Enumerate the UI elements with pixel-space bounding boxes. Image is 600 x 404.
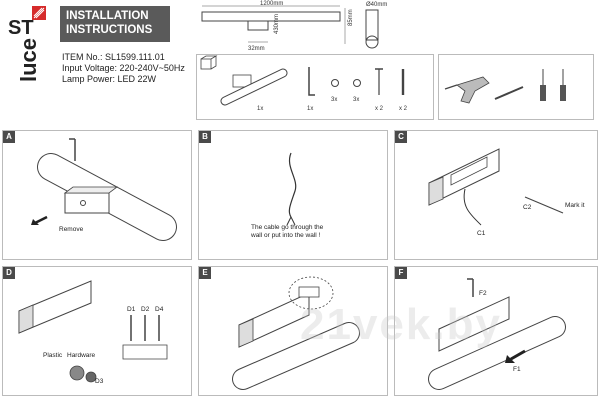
step-a-panel: A Remove bbox=[2, 130, 192, 260]
washer-qty: 3x bbox=[331, 97, 337, 103]
dim-diameter: Ø40mm bbox=[366, 2, 387, 8]
step-d-hardware: Hardware bbox=[67, 352, 96, 359]
detail-callout bbox=[288, 276, 334, 310]
step-b-caption-line1: The cable go through the bbox=[251, 224, 324, 231]
dim-depth: 430mm bbox=[274, 14, 280, 34]
cable-icon bbox=[288, 152, 297, 218]
step-d-d4: D4 bbox=[155, 306, 164, 313]
tools-illustration bbox=[444, 69, 566, 104]
screw-qty: x 2 bbox=[375, 106, 384, 112]
dim-height: 85mm bbox=[348, 9, 354, 26]
step-c-mark: Mark it bbox=[565, 202, 585, 209]
hex-key-icon bbox=[308, 67, 315, 96]
anchor-qty: x 2 bbox=[399, 106, 408, 112]
step-e-panel: E bbox=[198, 266, 388, 396]
dimension-drawing: 1200mm 32mm 430mm 85mm Ø40mm bbox=[201, 1, 387, 52]
lamp-part bbox=[220, 68, 288, 106]
step-e-tag: E bbox=[199, 267, 211, 279]
dim-bracket: 32mm bbox=[248, 46, 265, 52]
drill-icon bbox=[444, 76, 490, 104]
step-f-tag: F bbox=[395, 267, 407, 279]
dim-length: 1200mm bbox=[260, 1, 283, 7]
step-d-d3: D3 bbox=[95, 378, 104, 385]
step-f-panel: F F2 F1 bbox=[394, 266, 598, 396]
tools-list bbox=[438, 54, 594, 120]
input-voltage: Input Voltage: 220-240V~50Hz bbox=[62, 63, 185, 73]
screwdriver-icon bbox=[540, 69, 546, 101]
push-arrow-icon bbox=[510, 349, 526, 361]
logo-top-text: ST bbox=[8, 17, 34, 39]
screwdriver2-icon bbox=[560, 69, 566, 101]
step-d-panel: D D1 D2 D4 Plastic Hardware D3 bbox=[2, 266, 192, 396]
logo-bottom-text: luce bbox=[16, 38, 41, 82]
step-d-tag: D bbox=[3, 267, 15, 279]
lamp-qty: 1x bbox=[257, 106, 263, 112]
step-c-tag: C bbox=[395, 131, 407, 143]
pencil-icon bbox=[524, 196, 564, 214]
title-line2: INSTRUCTIONS bbox=[66, 24, 153, 36]
parts-list: 1x 1x 3x 3x x 2 x 2 bbox=[196, 54, 434, 120]
step-f-f2: F2 bbox=[479, 290, 487, 297]
parts-illustration: 1x 1x 3x 3x x 2 x 2 bbox=[200, 55, 408, 112]
box-icon bbox=[200, 58, 212, 70]
washer2-qty: 3x bbox=[353, 97, 359, 103]
step-b-tag: B bbox=[199, 131, 211, 143]
washer-icon bbox=[331, 79, 339, 87]
lamp-power: Lamp Power: LED 22W bbox=[62, 74, 157, 84]
arrow-icon bbox=[34, 215, 48, 225]
step-a-caption: Remove bbox=[59, 226, 84, 233]
step-d-plastic: Plastic bbox=[43, 352, 63, 359]
step-c-c2: C2 bbox=[523, 204, 532, 211]
title-line1: INSTALLATION bbox=[66, 10, 149, 22]
step-a-tag: A bbox=[3, 131, 15, 143]
step-c-c1: C1 bbox=[477, 230, 486, 237]
step-b-caption-line2: wall or put into the wall ! bbox=[250, 232, 321, 239]
spec-block: ITEM No.: SL1599.111.01 Input Voltage: 2… bbox=[62, 52, 185, 85]
step-c-panel: C C1 C2 Mark it bbox=[394, 130, 598, 260]
brand-logo: ST luce bbox=[8, 6, 46, 82]
washer2-icon bbox=[353, 79, 361, 87]
step-f-f1: F1 bbox=[513, 366, 521, 373]
step-d-d2: D2 bbox=[141, 306, 150, 313]
title-banner: INSTALLATION INSTRUCTIONS bbox=[60, 6, 170, 42]
key-qty: 1x bbox=[307, 106, 313, 112]
item-number: ITEM No.: SL1599.111.01 bbox=[62, 52, 165, 62]
terminal-block-icon bbox=[298, 286, 320, 298]
step-d-d1: D1 bbox=[127, 306, 136, 313]
step-b-panel: B The cable go through the wall or put i… bbox=[198, 130, 388, 260]
pencil-icon bbox=[494, 86, 524, 100]
